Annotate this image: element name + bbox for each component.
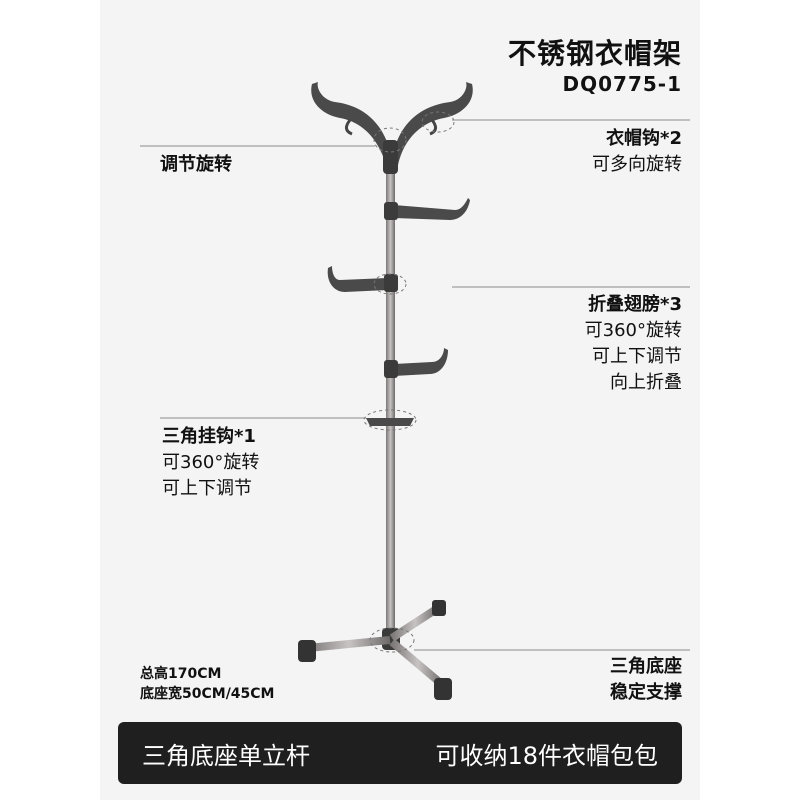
base-leg-right bbox=[389, 604, 441, 642]
left-margin bbox=[0, 0, 100, 800]
banner-right-text: 可收纳18件衣帽包包 bbox=[435, 742, 658, 770]
label-fold-wing: 折叠翅膀*3 可360°旋转 可上下调节 向上折叠 bbox=[584, 294, 682, 393]
product-title: 不锈钢衣帽架 bbox=[507, 37, 682, 70]
feature-banner: 三角底座单立杆 可收纳18件衣帽包包 bbox=[118, 722, 682, 784]
banner-left-text: 三角底座单立杆 bbox=[142, 742, 310, 770]
tri-hook bbox=[366, 418, 414, 426]
joint-ring-top bbox=[373, 127, 407, 153]
label-hat-hook: 衣帽钩*2 可多向旋转 bbox=[592, 128, 682, 175]
fold-wing-3 bbox=[394, 348, 448, 376]
model-number: DQ0775-1 bbox=[562, 72, 682, 96]
pole bbox=[386, 150, 395, 640]
label-base: 三角底座 稳定支撑 bbox=[610, 656, 682, 703]
label-rotate-adjust: 调节旋转 bbox=[160, 154, 232, 175]
base-leg-left bbox=[307, 636, 391, 652]
label-tri-hook: 三角挂钩*1 可360°旋转 可上下调节 bbox=[162, 426, 260, 499]
top-hook-right bbox=[392, 82, 473, 165]
product-stage bbox=[100, 0, 700, 800]
right-margin bbox=[700, 0, 800, 800]
fold-wing-2 bbox=[327, 266, 388, 292]
top-hook-left bbox=[311, 82, 392, 165]
base-leg-front bbox=[389, 638, 447, 690]
fold-wing-1 bbox=[394, 198, 470, 220]
spec-dimensions: 总高170CM 底座宽50CM/45CM bbox=[140, 666, 275, 702]
